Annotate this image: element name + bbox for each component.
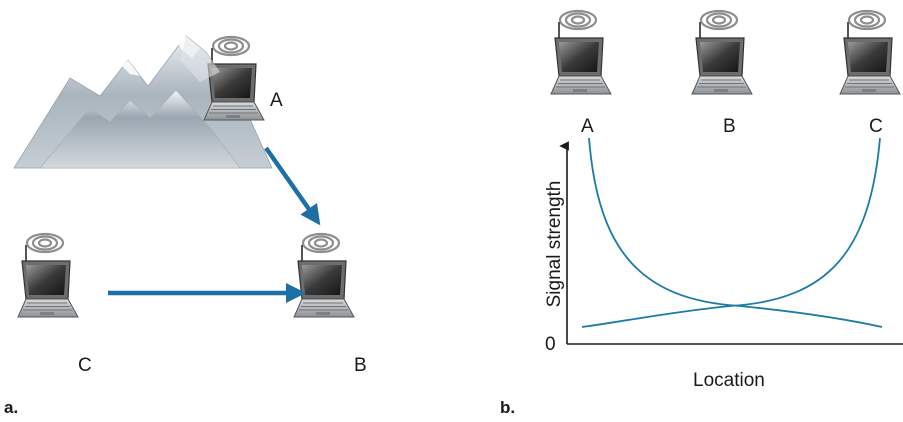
laptop-b-node [292, 232, 356, 319]
node-label-c: C [78, 355, 92, 376]
signal-curve-c [581, 137, 881, 328]
panel-label-b: b. [500, 398, 516, 417]
laptop-a-node-b [549, 9, 613, 96]
laptop-icon [690, 9, 754, 96]
arrow-a-to-b [264, 146, 321, 226]
chart-node-label-b: B [723, 116, 736, 137]
origin-label: 0 [545, 334, 556, 355]
laptop-c-node [16, 232, 80, 319]
laptop-a-node [202, 35, 266, 122]
laptop-icon [292, 232, 356, 319]
signal-curve-a [588, 137, 883, 328]
laptop-c-node-b [838, 9, 902, 96]
x-axis-label: Location [693, 370, 765, 391]
laptop-icon [549, 9, 613, 96]
laptop-icon [202, 35, 266, 122]
y-axis-label: Signal strength [544, 180, 565, 308]
laptop-b-node-b [690, 9, 754, 96]
mountain-occlusion [180, 36, 220, 82]
chart-node-label-a: A [581, 116, 594, 137]
node-label-a: A [270, 90, 283, 111]
panel-label-a: a. [4, 398, 19, 417]
laptop-icon [16, 232, 80, 319]
laptop-icon [838, 9, 902, 96]
chart-node-label-c: C [869, 116, 883, 137]
node-label-b: B [354, 355, 367, 376]
